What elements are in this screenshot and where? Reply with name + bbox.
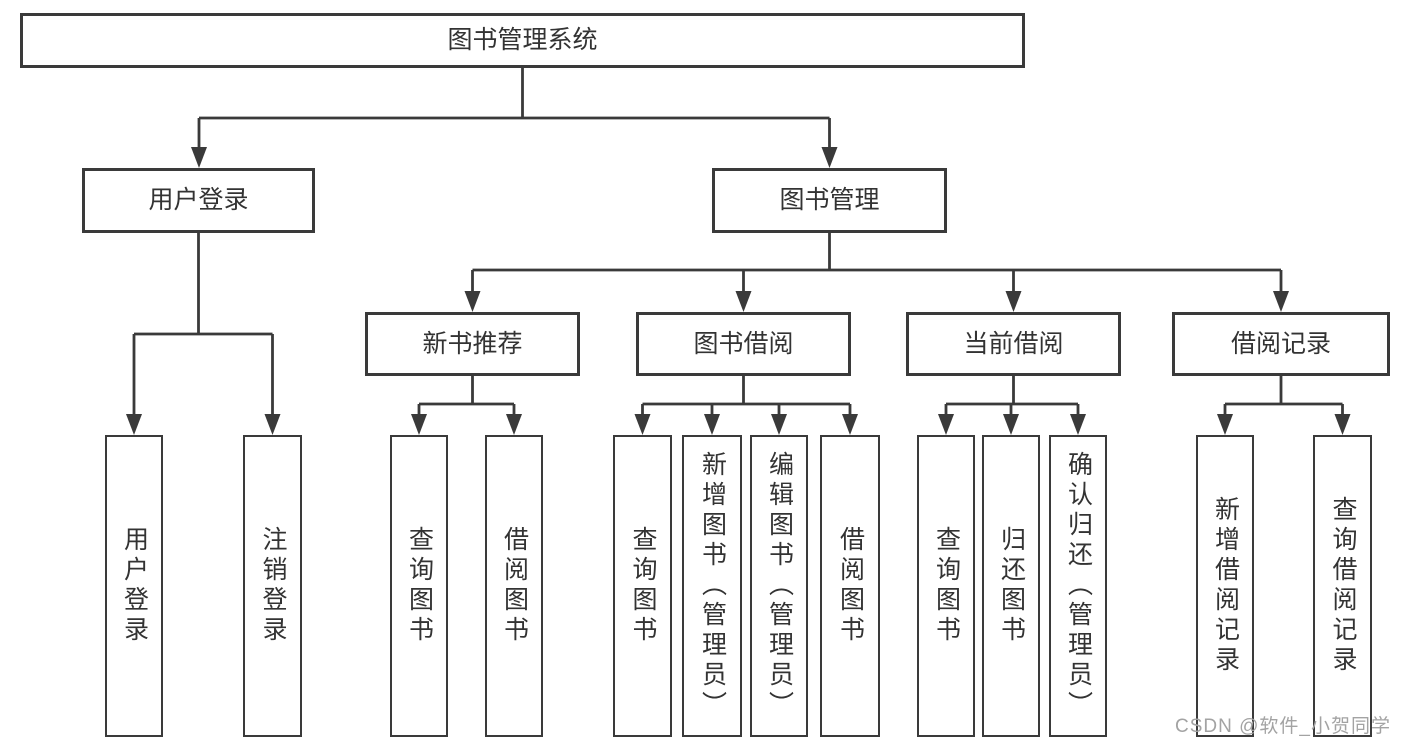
arrowhead	[1003, 414, 1019, 435]
connector-root-to-level2	[197, 68, 831, 150]
leaf-return-books: 归还图书	[982, 435, 1040, 737]
leaf-confirm-return-admin: 确认归还（管理员）	[1049, 435, 1107, 737]
connector-userlogin-to-leaves	[132, 233, 274, 417]
leaf-user-login: 用户登录	[105, 435, 163, 737]
node-new-book-recommend: 新书推荐	[365, 312, 580, 376]
arrowheads	[126, 147, 1351, 435]
arrowhead	[634, 414, 651, 435]
arrowhead	[191, 147, 207, 168]
arrowhead	[1217, 414, 1233, 435]
arrowhead	[704, 414, 720, 435]
node-label: 图书借阅	[693, 329, 794, 358]
leaf-query-books-borrow: 查询图书	[613, 435, 672, 737]
connector-records-to-leaves	[1223, 376, 1344, 417]
leaf-add-borrow-record: 新增借阅记录	[1196, 435, 1254, 737]
arrowhead	[264, 414, 281, 435]
leaf-borrow-books-recommend: 借阅图书	[485, 435, 543, 737]
node-label: 新书推荐	[422, 329, 523, 358]
node-label: 编辑图书（管理员）	[765, 451, 794, 721]
node-label: 查询图书	[932, 526, 961, 646]
connector-borrow-to-leaves	[641, 376, 852, 417]
node-book-management: 图书管理	[712, 168, 947, 233]
leaf-borrow-books: 借阅图书	[820, 435, 880, 737]
node-user-login: 用户登录	[82, 168, 315, 233]
node-label: 用户登录	[148, 186, 249, 214]
node-label: 图书管理	[779, 186, 880, 214]
arrowhead	[771, 414, 787, 435]
node-label: 查询借阅记录	[1329, 496, 1357, 676]
node-label: 用户登录	[120, 526, 149, 646]
node-label: 查询图书	[405, 526, 434, 646]
leaf-query-books-current: 查询图书	[917, 435, 975, 737]
arrowhead	[464, 291, 481, 312]
arrowhead	[506, 414, 522, 435]
node-book-borrow: 图书借阅	[636, 312, 851, 376]
node-label: 新增图书（管理员）	[698, 451, 727, 721]
leaf-edit-books-admin: 编辑图书（管理员）	[750, 435, 808, 737]
node-label: 新增借阅记录	[1211, 496, 1240, 676]
connector-bookmgmt-to-level3	[471, 233, 1283, 294]
leaf-query-borrow-record: 查询借阅记录	[1313, 435, 1372, 737]
arrowhead	[126, 414, 142, 435]
arrowhead	[411, 414, 427, 435]
node-label: 借阅图书	[836, 526, 865, 646]
node-label: 图书管理系统	[447, 26, 598, 54]
arrowhead	[842, 414, 858, 435]
arrowhead	[735, 291, 752, 312]
arrowhead	[1070, 414, 1086, 435]
connector-newbooks-to-leaves	[417, 376, 516, 417]
connector-strokes	[132, 68, 1344, 417]
leaf-query-books-recommend: 查询图书	[390, 435, 448, 737]
node-label: 查询图书	[629, 526, 657, 646]
node-current-borrow: 当前借阅	[906, 312, 1121, 376]
node-library-management-system: 图书管理系统	[20, 13, 1025, 68]
arrowhead	[1005, 291, 1022, 312]
node-label: 注销登录	[259, 526, 287, 646]
node-label: 当前借阅	[963, 329, 1064, 358]
arrowhead	[938, 414, 954, 435]
node-label: 借阅图书	[500, 526, 529, 646]
node-label: 确认归还（管理员）	[1064, 451, 1093, 721]
arrowhead	[1334, 414, 1351, 435]
csdn-watermark: CSDN @软件_小贺同学	[1175, 716, 1391, 737]
node-borrow-records: 借阅记录	[1172, 312, 1390, 376]
node-label: 归还图书	[997, 526, 1026, 646]
arrowhead	[1273, 291, 1289, 312]
arrowhead	[821, 147, 838, 168]
node-label: 借阅记录	[1230, 329, 1331, 358]
connector-current-to-leaves	[944, 376, 1080, 417]
leaf-logout: 注销登录	[243, 435, 302, 737]
leaf-add-books-admin: 新增图书（管理员）	[682, 435, 742, 737]
